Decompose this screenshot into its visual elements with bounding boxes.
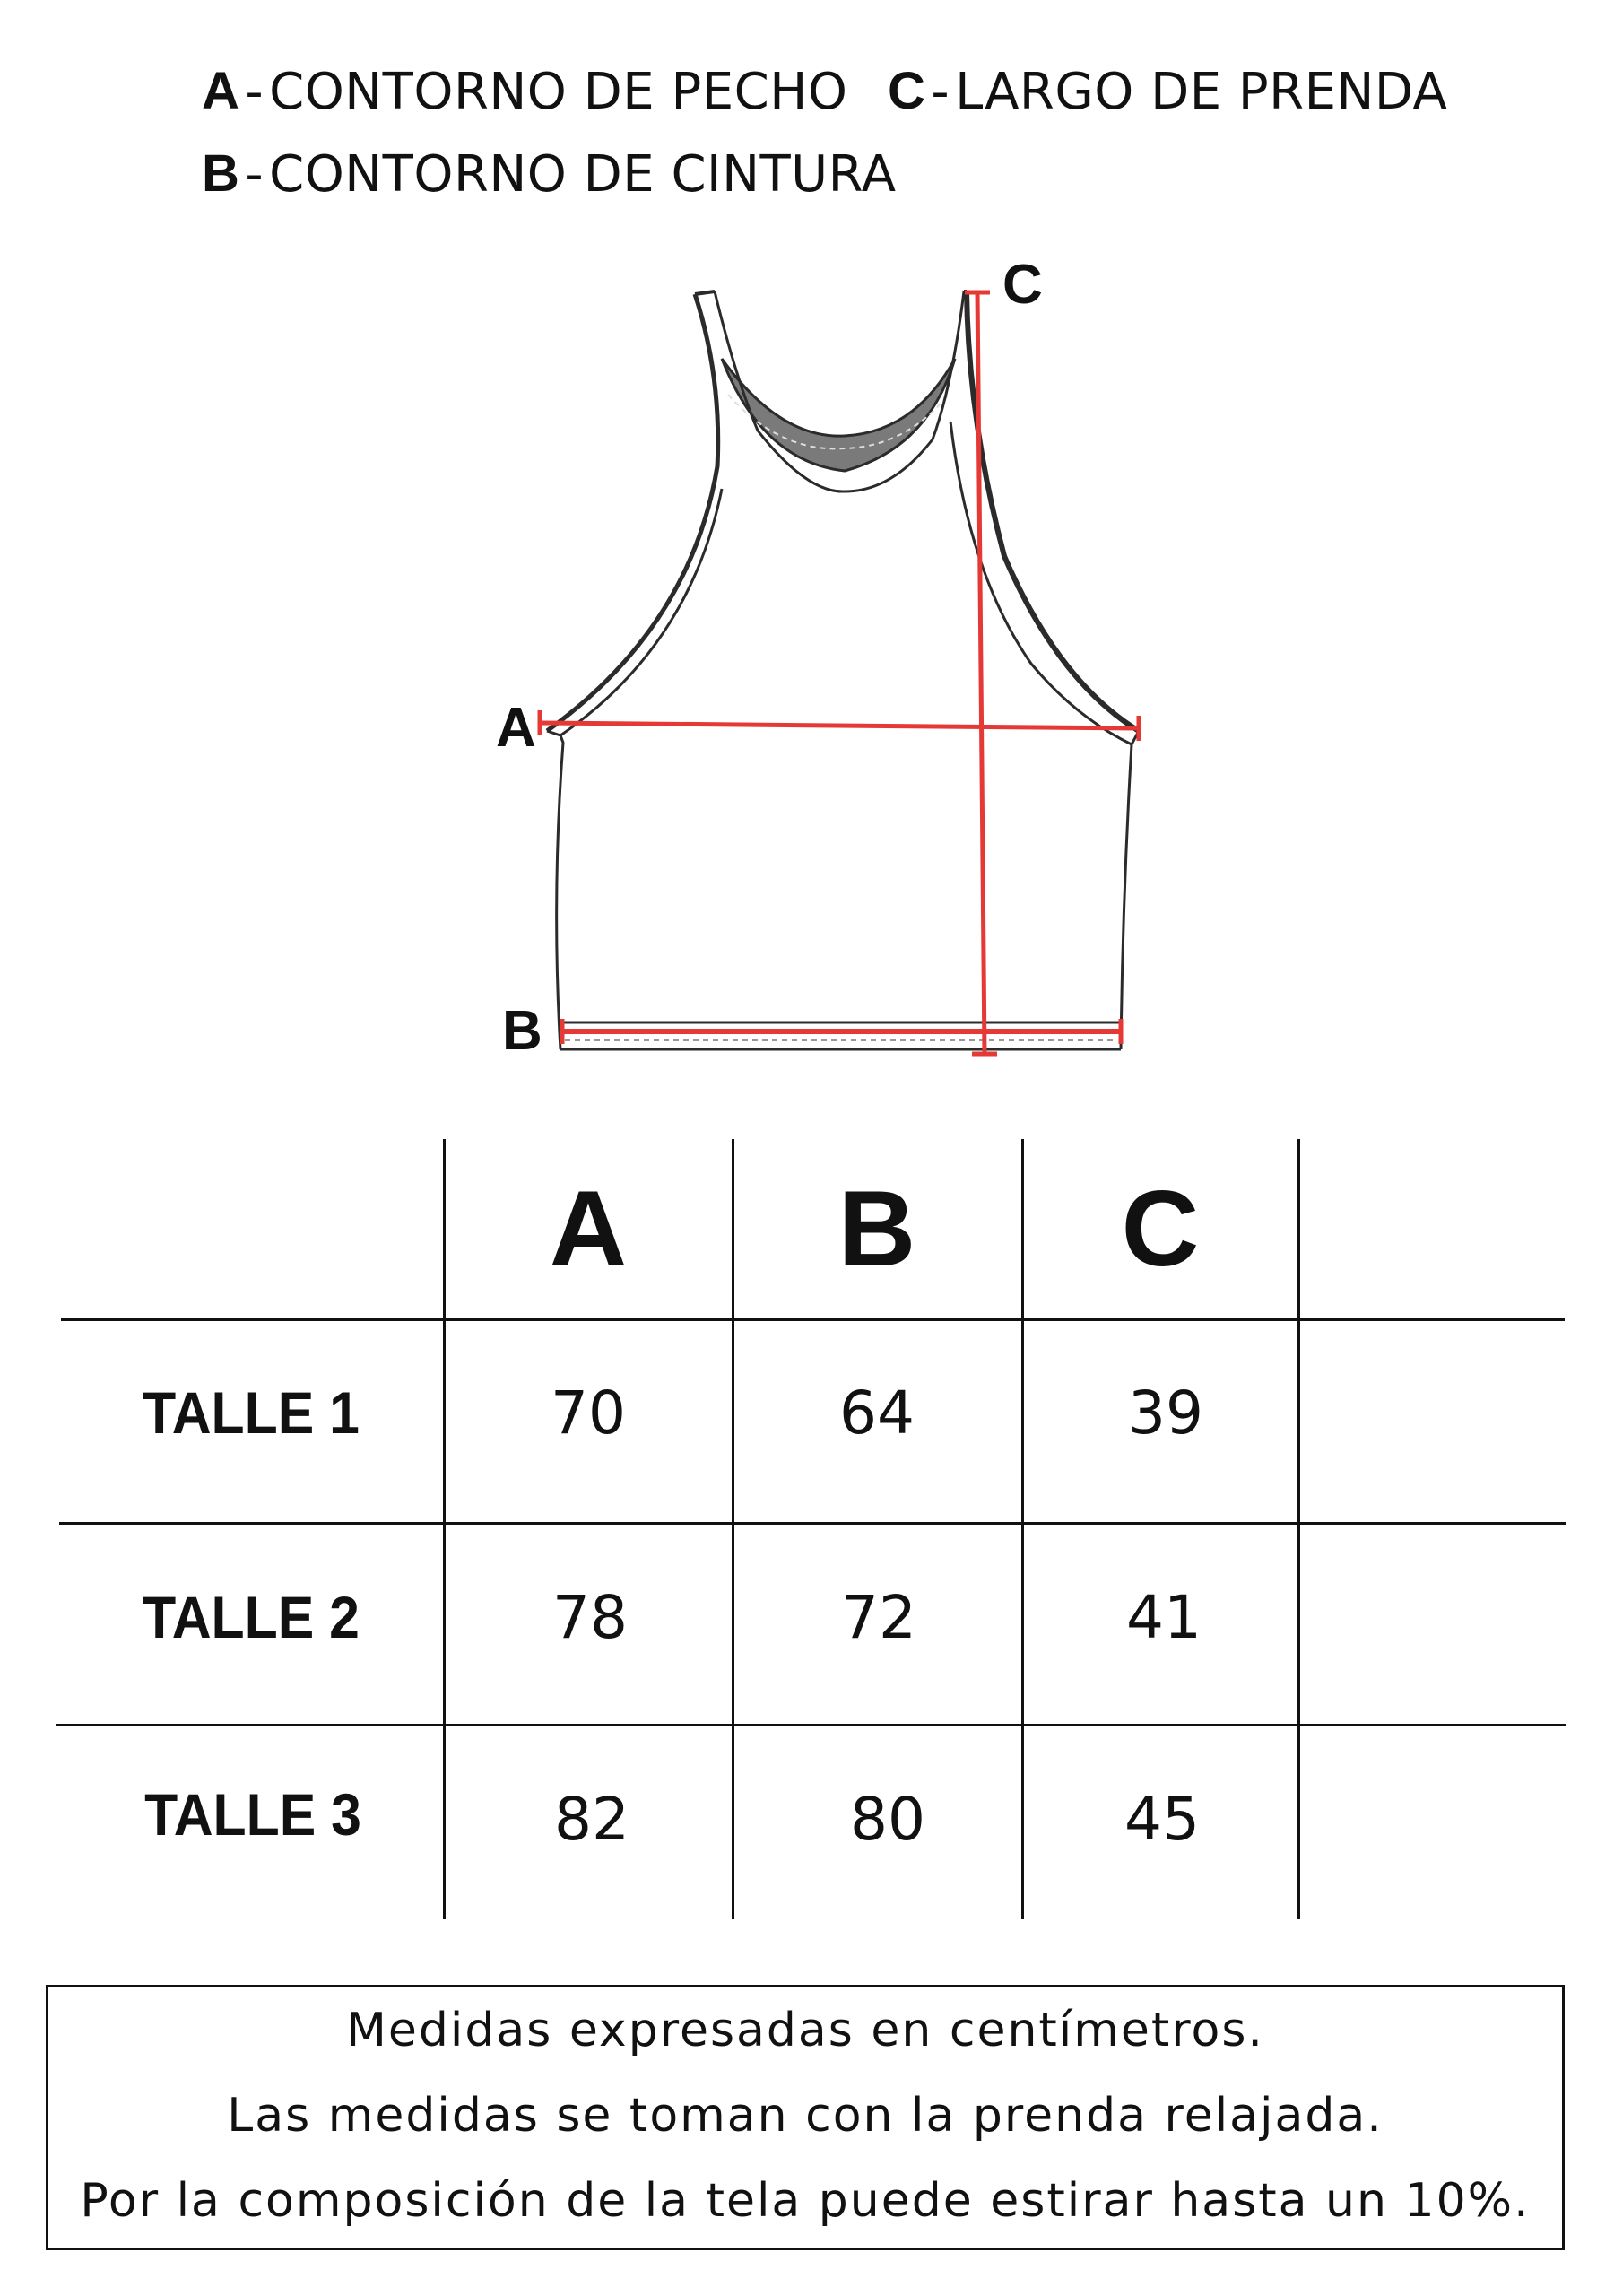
legend-separator: - <box>245 63 265 121</box>
body-right-side <box>1119 730 1141 1050</box>
note-line-1: Medidas expresadas en centímetros. <box>346 2004 1264 2057</box>
table-divider-v4 <box>1297 1139 1300 1919</box>
legend-a-label: CONTORNO DE PECHO <box>269 63 848 121</box>
right-armhole-edge <box>949 421 1132 746</box>
legend-separator: - <box>245 145 265 204</box>
neck-stitch <box>727 394 950 450</box>
table-divider-v3 <box>1021 1139 1024 1919</box>
table-cell: 82 <box>554 1785 629 1854</box>
table-header-a: A <box>549 1169 628 1289</box>
table-header-c: C <box>1121 1169 1200 1289</box>
diagram-label-a: A <box>496 697 536 759</box>
table-divider-h1 <box>61 1318 1565 1321</box>
legend-b: B-CONTORNO DE CINTURA <box>202 144 897 204</box>
table-cell: 80 <box>850 1785 925 1854</box>
table-cell: 78 <box>552 1583 628 1652</box>
table-cell: 39 <box>1128 1378 1203 1448</box>
left-strap-top <box>694 290 716 296</box>
table-cell: 70 <box>551 1378 626 1448</box>
note-line-3: Por la composición de la tela puede esti… <box>80 2174 1531 2228</box>
legend-a: A-CONTORNO DE PECHO <box>202 61 847 121</box>
table-divider-v2 <box>732 1139 734 1919</box>
table-cell: 45 <box>1124 1785 1200 1854</box>
table-divider-h3 <box>56 1724 1566 1726</box>
legend-b-label: CONTORNO DE CINTURA <box>269 145 897 204</box>
table-divider-h2 <box>59 1522 1566 1525</box>
diagram-label-b: B <box>502 1000 542 1062</box>
table-divider-v1 <box>443 1139 446 1919</box>
note-line-2: Las medidas se toman con la prenda relaj… <box>227 2089 1384 2143</box>
right-strap-outer <box>964 291 1141 734</box>
notes-box: Medidas expresadas en centímetros. Las m… <box>46 1985 1565 2250</box>
legend-c-label: LARGO DE PRENDA <box>955 63 1448 121</box>
legend-separator: - <box>931 63 950 121</box>
left-strap-outer <box>545 293 721 734</box>
table-header-b: B <box>837 1169 916 1289</box>
left-armhole-edge <box>560 488 724 737</box>
table-row-label: TALLE 1 <box>143 1379 360 1446</box>
garment-diagram: A B C <box>496 254 1141 1062</box>
table-row-label: TALLE 2 <box>143 1584 360 1650</box>
legend-c: C-LARGO DE PRENDA <box>888 61 1447 121</box>
measure-line-a <box>539 720 1140 731</box>
table-cell: 41 <box>1126 1583 1202 1652</box>
diagram-label-c: C <box>1002 254 1043 316</box>
measure-line-c <box>975 291 987 1055</box>
body-left-side <box>546 729 565 1050</box>
legend-a-key: A <box>202 62 240 120</box>
legend-b-key: B <box>202 144 240 203</box>
table-row-label: TALLE 3 <box>144 1781 361 1848</box>
legend-c-key: C <box>888 62 926 120</box>
table-cell: 72 <box>841 1583 916 1652</box>
left-strap-inner <box>713 291 966 493</box>
table-cell: 64 <box>839 1378 915 1448</box>
